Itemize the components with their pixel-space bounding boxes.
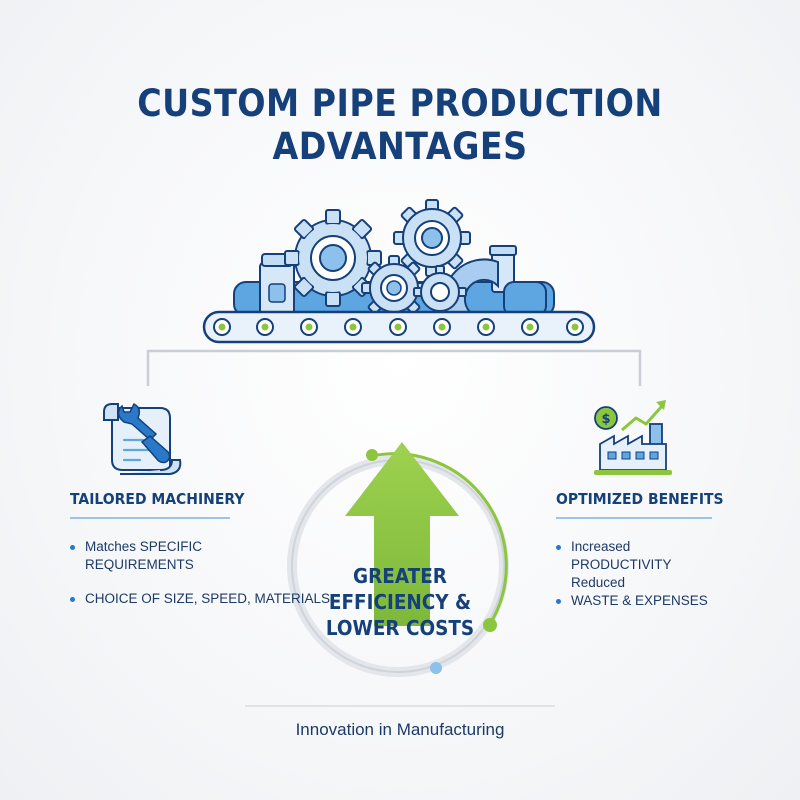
svg-text:$: $ — [601, 412, 610, 427]
center-line-2: EFFICIENCY & — [328, 590, 472, 614]
page-title: CUSTOM PIPE PRODUCTION ADVANTAGES — [40, 82, 760, 168]
center-line-3: LOWER COSTS — [325, 616, 475, 640]
right-bullet-list: Increased PRODUCTIVITY Reduced WASTE & E… — [554, 538, 708, 610]
center-message: GREATER EFFICIENCY & LOWER COSTS — [308, 563, 492, 641]
left-bullet-2: CHOICE OF SIZE, SPEED, MATERIALS — [68, 590, 330, 608]
factory-dollar-growth-icon: $ — [594, 400, 672, 475]
title-line-2: ADVANTAGES — [272, 125, 528, 168]
center-line-1: GREATER — [353, 564, 447, 588]
machinery-illustration — [202, 199, 596, 344]
connector-bracket — [146, 349, 642, 386]
right-bullet-1: Increased — [554, 538, 708, 556]
wrench-document-icon — [103, 402, 182, 475]
left-bullet-1-cont: REQUIREMENTS — [85, 557, 194, 572]
gear-icon — [361, 255, 427, 321]
conveyor-icon — [202, 310, 596, 344]
right-heading-underline — [556, 517, 712, 519]
gear-icon — [393, 199, 471, 277]
right-heading: OPTIMIZED BENEFITS — [556, 490, 724, 508]
footer-tagline: Innovation in Manufacturing — [295, 720, 505, 739]
progress-dot-top — [366, 449, 378, 461]
left-heading-underline — [70, 517, 230, 519]
right-bullet-2: WASTE & EXPENSES — [554, 592, 708, 610]
right-bullet-1-cont-2: Reduced — [571, 575, 626, 590]
right-bullet-1-cont: PRODUCTIVITY — [571, 557, 672, 572]
gear-icon — [284, 209, 382, 307]
progress-dot-bottom — [430, 662, 442, 674]
left-heading: TAILORED MACHINERY — [70, 490, 245, 508]
up-arrow-icon — [345, 442, 459, 626]
left-bullet-list: Matches SPECIFIC REQUIREMENTS CHOICE OF … — [68, 538, 330, 608]
progress-dot-right — [483, 618, 497, 632]
cylinder-machine-right — [489, 245, 547, 317]
title-line-1: CUSTOM PIPE PRODUCTION — [137, 82, 663, 125]
gear-icon — [413, 265, 467, 319]
left-bullet-1: Matches SPECIFIC — [68, 538, 330, 556]
